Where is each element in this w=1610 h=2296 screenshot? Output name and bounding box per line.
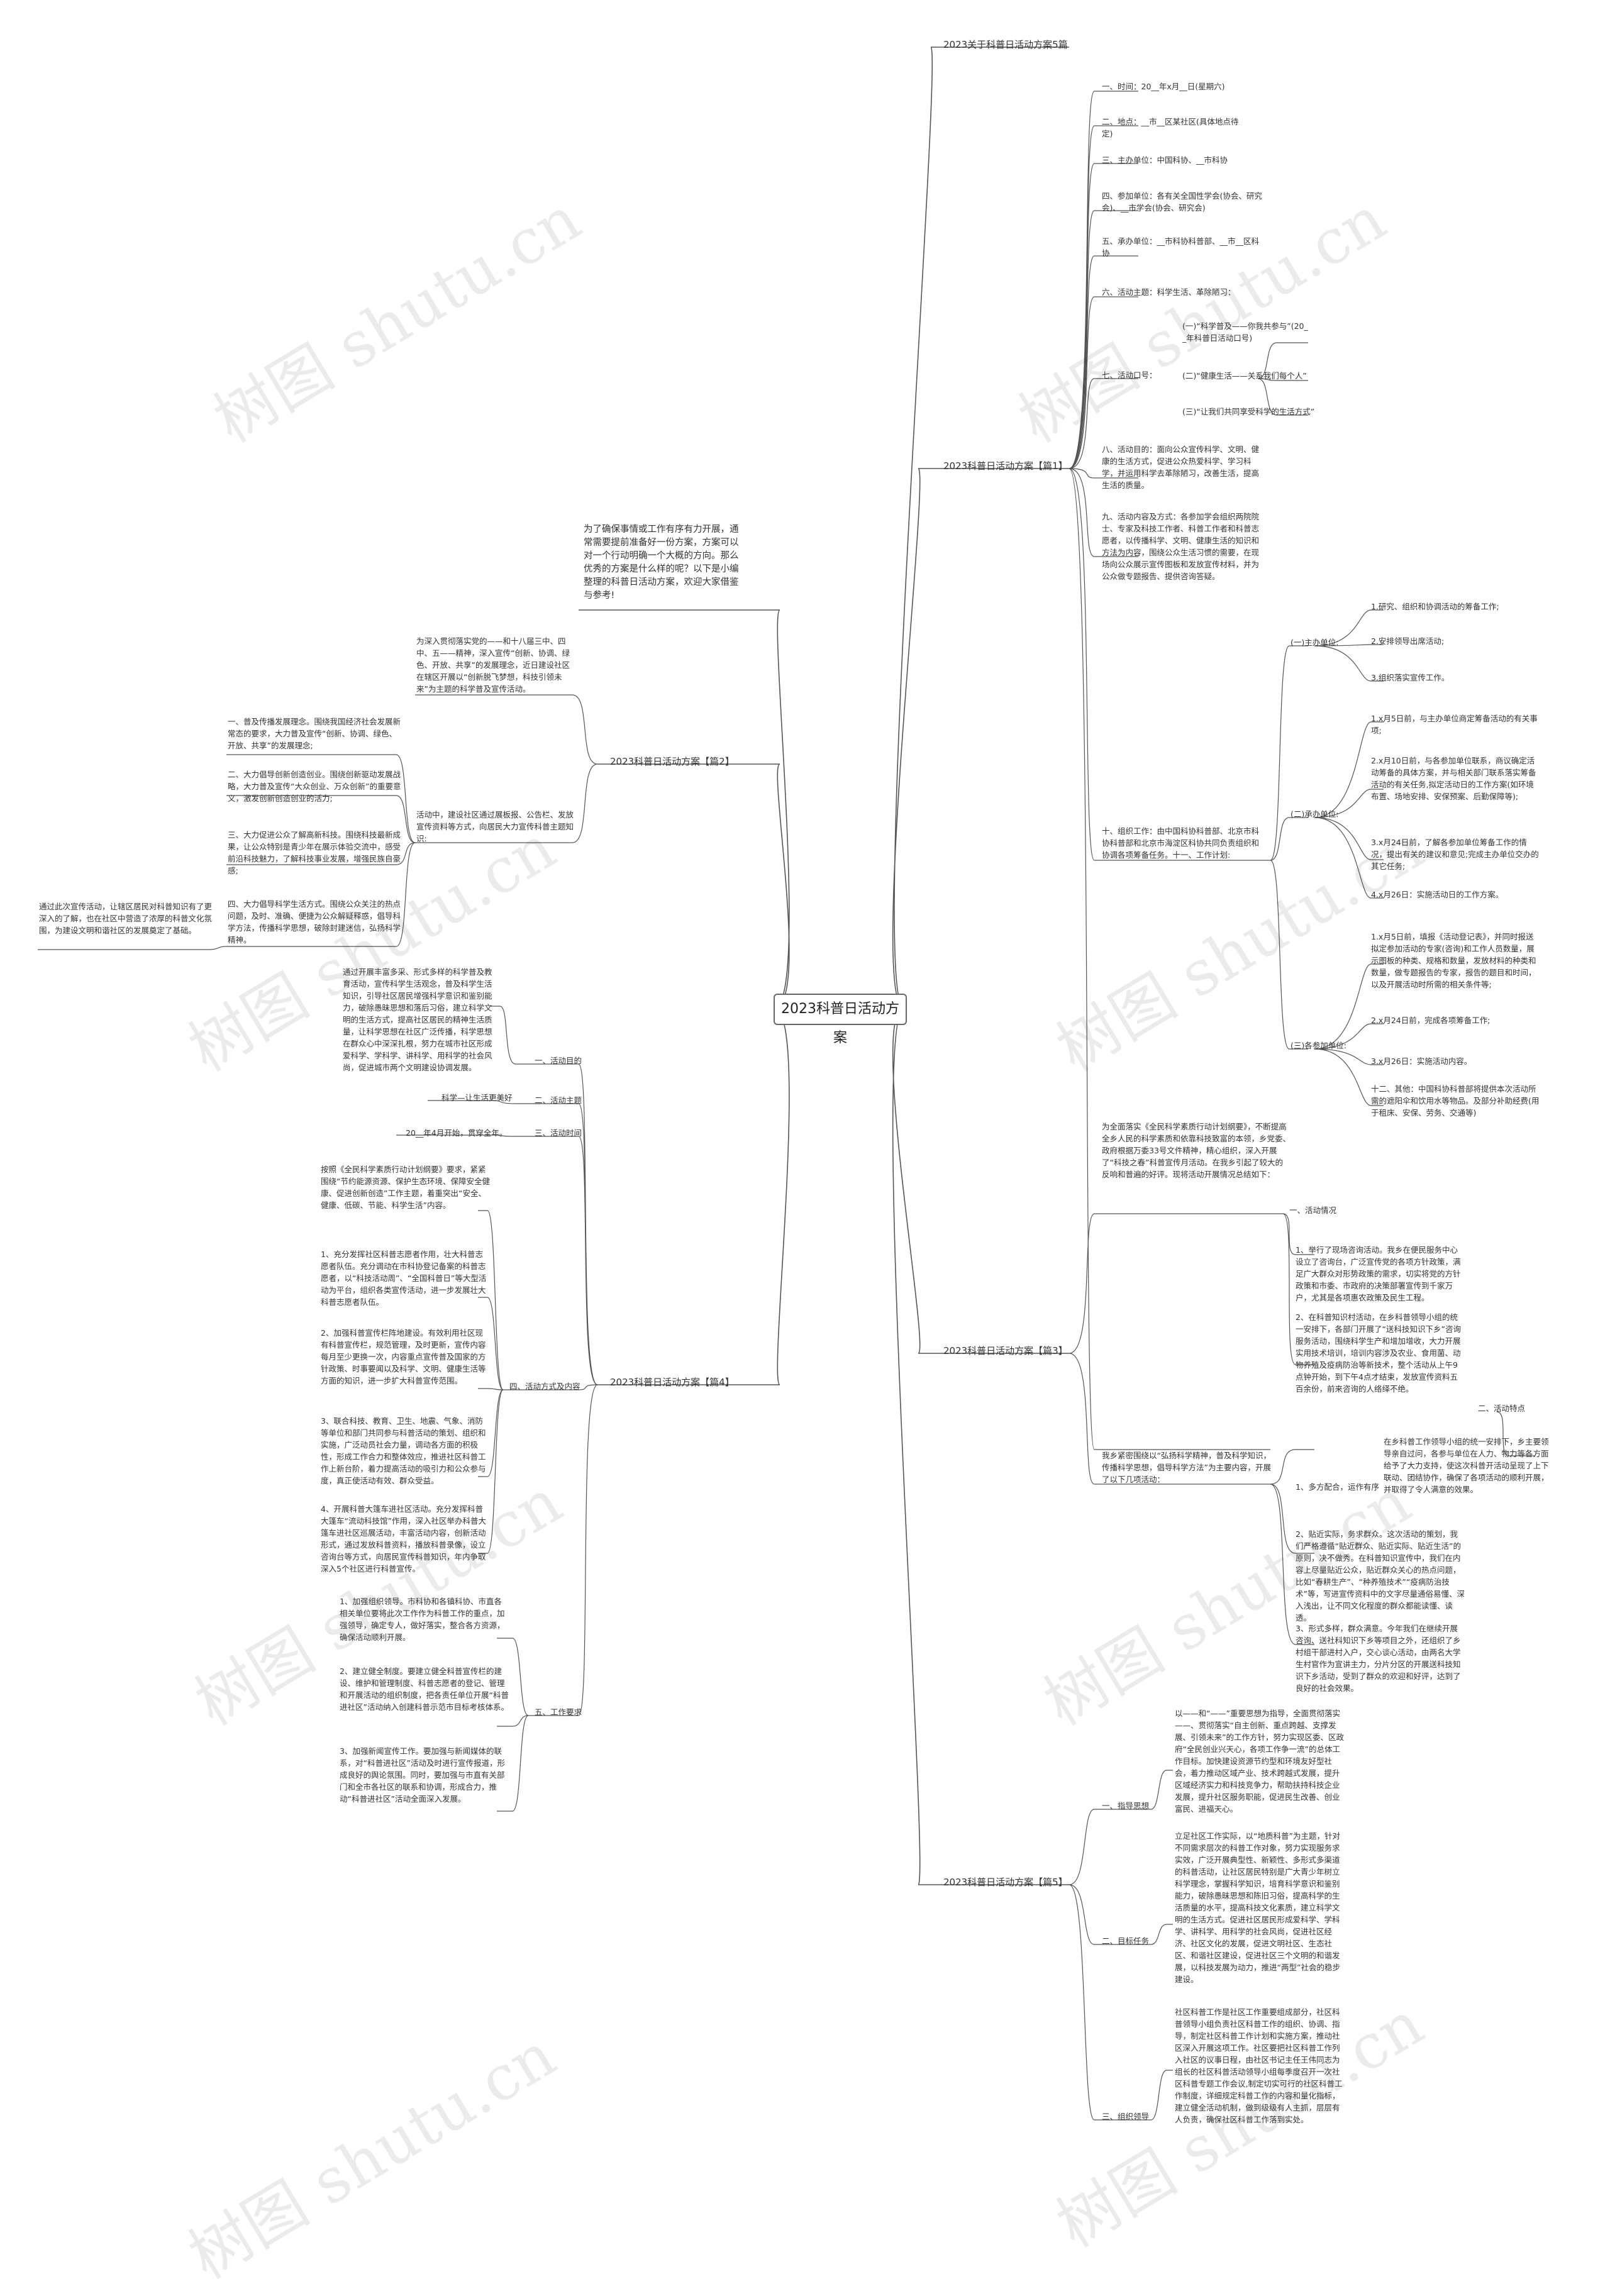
p4-s4-item: 按照《全民科学素质行动计划纲要》要求，紧紧围绕“节约能源资源、保护生态环境、保障…	[321, 1165, 490, 1210]
p5-section-1: 一、指导思想	[1102, 1801, 1150, 1811]
p2-item: 四、大力倡导科学生活方式。围绕公众关注的热点问题，及时、准确、便捷为公众解疑释惑…	[228, 899, 401, 945]
p1-group-undertaker-item: 1.x月5日前，与主办单位商定筹备活动的有关事项;	[1371, 714, 1538, 735]
branch-p2[interactable]: 2023科普日活动方案【篇2】	[610, 756, 735, 767]
p3-s1-item: 1、举行了现场咨询活动。我乡在便民服务中心设立了咨询台，广泛宣传党的各项方针政策…	[1296, 1245, 1461, 1302]
p1-group-participants: (三)各参加单位:	[1291, 1041, 1346, 1050]
p3-s2-point-1-detail: 在乡科普工作领导小组的统一安排下，乡主要领导亲自过问，各参与单位在人力、物力等各…	[1384, 1437, 1549, 1494]
p3-s2-lead: 我乡紧密围绕以“弘扬科学精神，普及科学知识，传播科学思想，倡导科学方法”为主要内…	[1102, 1451, 1271, 1484]
p3-s2-item: 2、贴近实际，务求群众。这次活动的策划，我们严格遵循“贴近群众、贴近实际、贴近生…	[1296, 1529, 1465, 1622]
p3-s1-item: 2、在科普知识村活动，在乡科普领导小组的统一安排下，各部门开展了“送科技知识下乡…	[1296, 1312, 1461, 1394]
p4-section-2: 二、活动主题	[535, 1095, 582, 1105]
p4-theme-detail: 科学—让生活更美好	[441, 1093, 513, 1102]
p1-group-undertaker-item: 3.x月24日前，了解各参加单位筹备工作的情况，提出有关的建议和意见;完成主办单…	[1371, 838, 1539, 871]
p1-participants: 四、参加单位：各有关全国性学会(协会、研究会)、__市学会(协会、研究会)	[1102, 191, 1262, 213]
p1-place: 二、地点：__市__区某社区(具体地点待定)	[1102, 117, 1239, 138]
p1-time: 一、时间：20__年x月__日(星期六)	[1102, 82, 1225, 91]
p5-s3-detail: 社区科普工作是社区工作重要组成部分，社区科普领导小组负责社区科普工作的组织、协调…	[1175, 2007, 1343, 2124]
p5-s1-detail: 以——和“——”重要思想为指导，全面贯彻落实——、贯彻落实“自主创新、重点跨越、…	[1175, 1709, 1344, 1814]
branch-overview[interactable]: 2023关于科普日活动方案5篇	[943, 39, 1068, 50]
p4-s5-item: 2、建立健全制度。要建立健全科普宣传栏的建设、维护和管理制度、科普志愿者的登记、…	[340, 1667, 509, 1712]
branch-p4[interactable]: 2023科普日活动方案【篇4】	[610, 1377, 735, 1388]
p1-group-host: (一)主办单位:	[1291, 638, 1339, 647]
p1-group-undertaker: (二)承办单位:	[1291, 809, 1339, 819]
p1-slogan-2: (二)“健康生活——关系我们每个人”	[1182, 371, 1307, 380]
p3-section-2: 二、活动特点	[1478, 1404, 1526, 1413]
p4-s4-item: 2、加强科普宣传栏阵地建设。有效利用社区现有科普宣传栏，规范管理，及时更新，宣传…	[321, 1328, 486, 1385]
branch-p1[interactable]: 2023科普日活动方案【篇1】	[943, 460, 1068, 472]
p2-result: 通过此次宣传活动，让辖区居民对科普知识有了更深入的了解，也在社区中营造了浓厚的科…	[39, 902, 213, 935]
p4-section-5: 五、工作要求	[535, 1707, 582, 1717]
p1-slogan: 七、活动口号：	[1102, 370, 1157, 380]
p4-section-4: 四、活动方式及内容	[509, 1382, 580, 1391]
p3-section-1: 一、活动情况	[1289, 1206, 1337, 1215]
p1-slogan-3: (三)“让我们共同享受科学的生活方式”	[1182, 407, 1315, 416]
p2-description: 为深入贯彻落实党的——和十八届三中、四中、五——精神，深入宣传“创新、协调、绿色…	[416, 636, 570, 694]
p1-org-work: 十、组织工作：由中国科协科普部、北京市科协科普部和北京市海淀区科协共同负责组织和…	[1102, 826, 1260, 860]
intro-text: 为了确保事情或工作有序有力开展，通常需要提前准备好一份方案，方案可以对一个行动明…	[584, 524, 739, 601]
p4-s4-item: 4、开展科普大篷车进社区活动。充分发挥科普大篷车“流动科技馆”作用，深入社区举办…	[321, 1504, 486, 1573]
p1-group-participants-item: 3.x月26日：实施活动内容。	[1371, 1056, 1472, 1066]
p1-group-participants-item: 1.x月5日前，填报《活动登记表》，并同时报送拟定参加活动的专家(咨询)和工作人…	[1371, 932, 1536, 989]
p4-s5-item: 3、加强新闻宣传工作。要加强与新闻媒体的联系，对“科普进社区”活动及时进行宣传报…	[340, 1746, 505, 1804]
p2-activity: 活动中，建设社区通过展板报、公告栏、发放宣传资料等方式，向居民大力宣传科普主题知…	[416, 810, 574, 843]
p3-s2-point-1: 1、多方配合，运作有序	[1296, 1482, 1379, 1492]
branch-p5[interactable]: 2023科普日活动方案【篇5】	[943, 1877, 1068, 1888]
p1-group-host-item: 2.安排领导出席活动;	[1371, 636, 1445, 646]
p1-group-undertaker-item: 4.x月26日：实施活动日的工作方案。	[1371, 890, 1504, 899]
p1-slogan-1: (一)“科学普及——你我共参与”(20__年科普日活动口号)	[1182, 321, 1308, 343]
p5-section-2: 二、目标任务	[1102, 1936, 1150, 1946]
p2-item: 三、大力促进公众了解高新科技。围绕科技最新成果，让公众特别是青少年在展示体验交流…	[228, 830, 401, 875]
p1-theme: 六、活动主题：科学生活、革除陋习：	[1102, 287, 1236, 297]
p4-s5-item: 1、加强组织领导。市科协和各镇科协、市直各相关单位要将此次工作作为科普工作的重点…	[340, 1597, 505, 1642]
p3-s2-item: 3、形式多样，群众满意。今年我们在继续开展咨询、送社科知识下乡等项目之外，还组织…	[1296, 1624, 1461, 1693]
p1-purpose: 八、活动目的：面向公众宣传科学、文明、健康的生活方式，促进公众热爱科学、学习科学…	[1102, 445, 1260, 490]
branch-p3[interactable]: 2023科普日活动方案【篇3】	[943, 1345, 1068, 1356]
p2-item: 一、普及传播发展理念。围绕我国经济社会发展新常态的要求，大力普及宣传“创新、协调…	[228, 717, 401, 750]
p4-time-detail: 20__年4月开始，贯穿全年。	[406, 1128, 508, 1138]
root-topic[interactable]: 2023科普日活动方案	[774, 994, 907, 1046]
p1-organizer: 五、承办单位：__市科协科普部、__市__区科协	[1102, 236, 1260, 258]
p4-purpose-detail: 通过开展丰富多采、形式多样的科学普及教育活动，宣传科学生活观念，普及科学生活知识…	[343, 967, 492, 1072]
p4-s4-item: 3、联合科技、教育、卫生、地震、气象、消防等单位和部门共同参与科普活动的策划、组…	[321, 1416, 486, 1485]
p3-description: 为全面落实《全民科学素质行动计划纲要》，不断提高全乡人民的科学素质和依靠科技致富…	[1102, 1122, 1291, 1179]
p4-s4-item: 1、充分发挥社区科普志愿者作用，壮大科普志愿者队伍。充分调动在市科协登记备案的科…	[321, 1250, 487, 1307]
p4-section-3: 三、活动时间	[535, 1128, 582, 1138]
p2-item: 二、大力倡导创新创造创业。围绕创新驱动发展战略，大力普及宣传“大众创业、万众创新…	[228, 770, 401, 803]
p1-content: 九、活动内容及方式：各参加学会组织两院院士、专家及科技工作者、科普工作者和科普志…	[1102, 512, 1260, 581]
p5-section-3: 三、组织领导	[1102, 2112, 1150, 2121]
p1-group-undertaker-item: 2.x月10日前，与各参加单位联系，商议确定活动筹备的具体方案，并与相关部门联系…	[1371, 756, 1536, 801]
p1-group-host-item: 3.组织落实宣传工作。	[1371, 673, 1450, 682]
p4-section-1: 一、活动目的	[535, 1056, 582, 1065]
p1-group-participants-item: 2.x月24日前，完成各项筹备工作;	[1371, 1016, 1491, 1025]
p1-group-host-item: 1.研究、组织和协调活动的筹备工作;	[1371, 602, 1499, 611]
p1-other: 十二、其他：中国科协科普部将提供本次活动所需的遮阳伞和饮用水等物品。及部分补助经…	[1371, 1084, 1540, 1117]
mindmap-connectors	[38, 47, 1535, 2121]
p1-host: 三、主办单位：中国科协、__市科协	[1102, 155, 1228, 165]
p5-s2-detail: 立足社区工作实际，以“地质科普”为主题，针对不同需求层次的科普工作对象，努力实现…	[1175, 1831, 1340, 1984]
